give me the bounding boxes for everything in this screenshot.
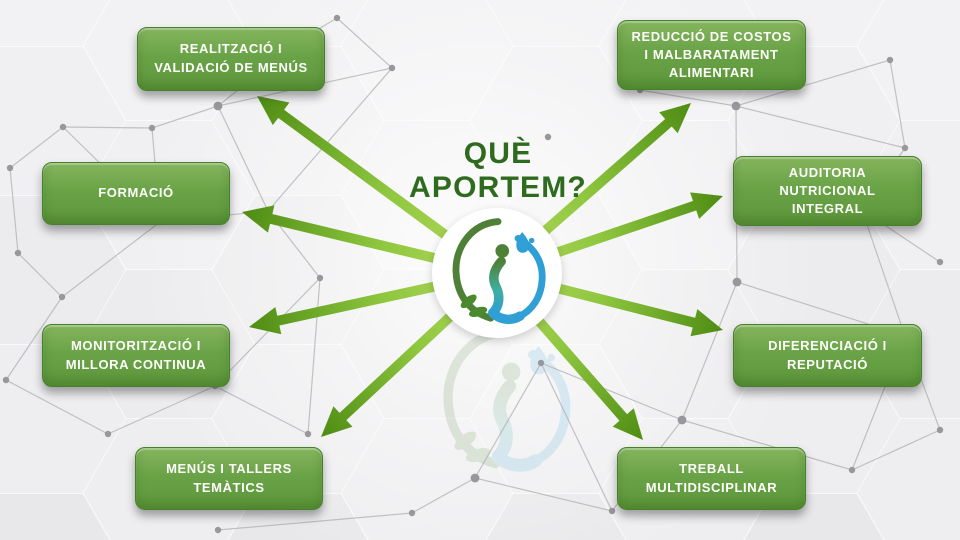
page-title-line2: APORTEM? [409,170,587,204]
brand-logo [432,208,562,338]
benefit-box-formacio: FORMACIÓ [42,162,230,225]
benefit-box-realitzacio: REALITZACIÓ I VALIDACIÓ DE MENÚS [137,27,325,91]
brand-logo-watermark [418,316,590,488]
page-title: QUÈ APORTEM? [368,137,628,204]
leaf-water-logo-icon [434,210,560,336]
benefit-box-monitoritzacio: MONITORITZACIÓ I MILLORA CONTINUA [42,324,230,387]
benefit-box-menus-tallers: MENÚS I TALLERS TEMÀTICS [135,447,323,510]
benefit-box-treball: TREBALL MULTIDISCIPLINAR [617,447,806,510]
benefit-box-auditoria: AUDITORIA NUTRICIONAL INTEGRAL [733,156,922,226]
benefit-box-reduccio-costos: REDUCCIÓ DE COSTOS I MALBARATAMENT ALIME… [617,20,806,90]
benefit-box-diferenciacio: DIFERENCIACIÓ I REPUTACIÓ [733,324,922,387]
page-title-line1: QUÈ [463,137,533,170]
